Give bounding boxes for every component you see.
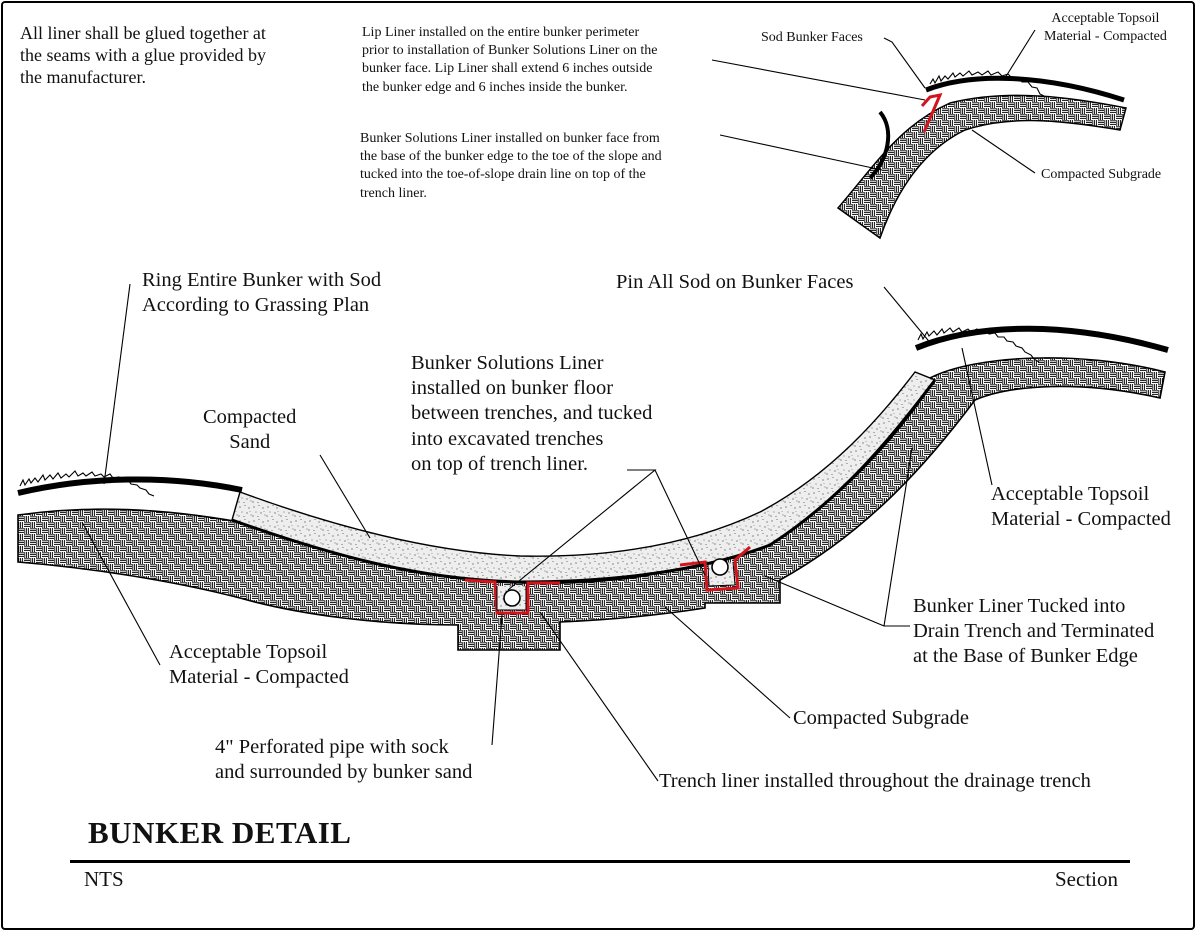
label-subgrade-main: Compacted Subgrade xyxy=(793,707,969,729)
note-lip-liner: Lip Liner installed on the entire bunker… xyxy=(362,25,658,95)
right-trench-liner xyxy=(679,545,751,592)
label-pin-sod: Pin All Sod on Bunker Faces xyxy=(616,271,854,293)
label-subgrade-inset: Compacted Subgrade xyxy=(1041,167,1162,182)
label-topsoil-left: Acceptable Topsoil Material - Compacted xyxy=(169,641,349,689)
label-topsoil-inset: Acceptable Topsoil Material - Compacted xyxy=(1044,11,1167,45)
label-trench-liner: Trench liner installed throughout the dr… xyxy=(659,770,1091,792)
label-perforated-pipe: 4" Perforated pipe with sock and surroun… xyxy=(215,736,473,784)
label-ring-sod: Ring Entire Bunker with Sod According to… xyxy=(142,269,382,317)
inset-sod xyxy=(925,75,1125,103)
title-rule xyxy=(70,860,1130,863)
inset-detail xyxy=(836,70,1127,240)
note-glue-seams: All liner shall be glued together at the… xyxy=(20,23,266,87)
scale-label: NTS xyxy=(84,867,124,891)
inset-subgrade xyxy=(836,94,1127,240)
label-sod-bunker-faces: Sod Bunker Faces xyxy=(761,30,863,45)
label-liner-tucked: Bunker Liner Tucked into Drain Trench an… xyxy=(913,595,1155,668)
inset-grass xyxy=(929,70,1045,97)
drawing-title: BUNKER DETAIL xyxy=(88,815,352,850)
left-grass xyxy=(19,470,155,497)
floor-liner xyxy=(231,379,937,584)
left-sod xyxy=(17,476,243,496)
label-floor-liner: Bunker Solutions Liner installed on bunk… xyxy=(411,352,653,475)
view-label: Section xyxy=(1055,867,1118,891)
inset-face-liner xyxy=(868,110,891,180)
right-sod xyxy=(914,325,1169,353)
left-drain-pipe xyxy=(503,589,521,607)
right-drain-pipe xyxy=(711,558,729,576)
main-section xyxy=(17,325,1169,651)
left-trench-liner xyxy=(464,578,560,615)
inset-lip-liner xyxy=(920,92,943,133)
label-topsoil-right: Acceptable Topsoil Material - Compacted xyxy=(991,483,1171,531)
note-face-liner: Bunker Solutions Liner installed on bunk… xyxy=(360,131,662,201)
label-compacted-sand: Compacted Sand xyxy=(203,406,297,454)
right-grass xyxy=(917,327,1040,363)
leader-lines xyxy=(81,29,1036,782)
